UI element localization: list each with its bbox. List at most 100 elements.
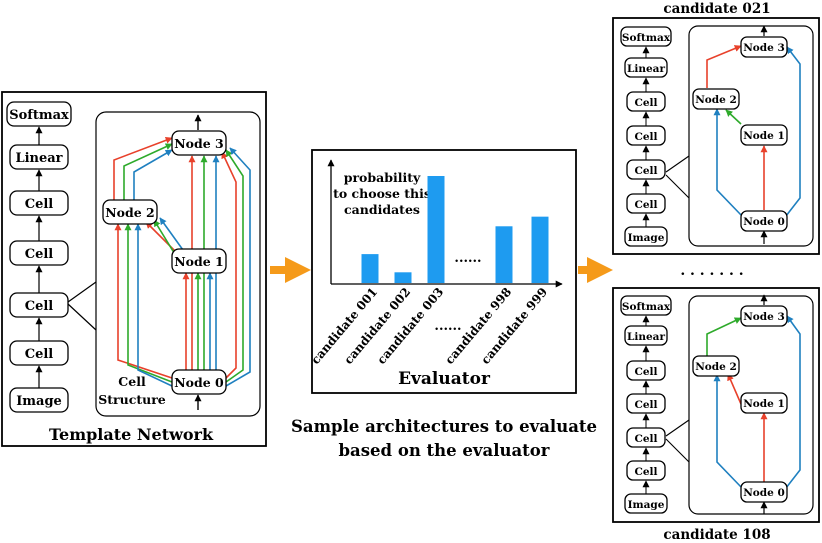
template-layer-linear: Linear (9, 144, 69, 170)
svg-text:Node 2: Node 2 (105, 205, 155, 220)
candidate-108-node-0: Node 0 (740, 481, 788, 503)
template-node-3: Node 3 (171, 130, 227, 156)
evaluator-frame (311, 149, 577, 394)
evaluator-annotation-line3: candidates (344, 202, 420, 217)
bar-candidate-999 (531, 216, 549, 283)
svg-text:Cell: Cell (634, 165, 657, 177)
candidate-021-layer-softmax: Softmax (620, 26, 672, 47)
evaluator-panel: probability to choose this candidates ca… (291, 149, 597, 460)
candidate-108-title: candidate 108 (663, 527, 770, 543)
template-cell-structure-frame (95, 111, 261, 417)
template-cell-callout (67, 281, 97, 331)
candidate-108-frame (612, 287, 820, 523)
candidate-021-edges (706, 45, 801, 217)
template-network-caption: Template Network (49, 425, 214, 444)
svg-text:Node 0: Node 0 (743, 216, 785, 228)
candidate-108-layer-cell-1: Cell (626, 460, 666, 481)
candidate-021-layer-cell-1: Cell (626, 193, 666, 214)
template-layer-image: Image (9, 387, 69, 413)
svg-text:Node 1: Node 1 (743, 130, 785, 142)
candidate-108-layer-linear: Linear (624, 325, 668, 346)
candidate-108-cell-frame (688, 295, 814, 515)
svg-text:Linear: Linear (627, 63, 665, 75)
svg-text:Node 0: Node 0 (174, 375, 224, 390)
candidate-108-callout (665, 419, 690, 463)
candidate-108-node-3: Node 3 (740, 305, 788, 327)
evaluator-bars (361, 176, 549, 283)
svg-text:Cell: Cell (25, 197, 54, 212)
candidate-021-node-1: Node 1 (740, 124, 788, 146)
evaluator-caption-line1: Sample architectures to evaluate (291, 417, 597, 436)
svg-text:Cell: Cell (634, 366, 657, 378)
template-cell-edges (113, 136, 251, 387)
candidate-021-node-3: Node 3 (740, 36, 788, 58)
template-layer-softmax: Softmax (6, 101, 72, 127)
svg-text:Image: Image (628, 232, 665, 244)
cell-structure-label-line1: Cell (118, 374, 146, 389)
svg-text:Image: Image (16, 394, 62, 409)
svg-text:Node 0: Node 0 (743, 487, 785, 499)
svg-text:Node 3: Node 3 (743, 42, 785, 54)
evaluator-bars-ellipsis: ...... (454, 251, 481, 266)
candidate-108-layer-image: Image (624, 493, 668, 514)
candidate-021-layer-linear: Linear (624, 57, 668, 78)
svg-text:Node 1: Node 1 (174, 254, 224, 269)
template-node-2: Node 2 (102, 199, 158, 225)
bar-candidate-001 (361, 254, 379, 283)
bar-candidate-002 (394, 272, 412, 283)
svg-text:Softmax: Softmax (622, 32, 671, 44)
candidate-108-layer-softmax: Softmax (620, 295, 672, 316)
template-network-panel: Image Cell Cell Cell Cell Linear Softmax (1, 91, 267, 447)
candidate-108-layer-cell-2: Cell (626, 427, 666, 448)
bar-label-candidate-999: candidate 999 (478, 285, 550, 367)
svg-text:Cell: Cell (25, 347, 54, 362)
template-layer-cell-4: Cell (9, 190, 69, 216)
candidate-021-title: candidate 021 (663, 1, 770, 17)
svg-text:Linear: Linear (627, 331, 665, 343)
svg-text:Cell: Cell (634, 466, 657, 478)
svg-text:Image: Image (628, 499, 665, 511)
candidate-021-frame (612, 17, 820, 255)
svg-text:Node 3: Node 3 (743, 311, 785, 323)
candidate-021-node-0: Node 0 (740, 210, 788, 232)
cell-structure-label-line2: Structure (98, 392, 166, 407)
svg-text:Cell: Cell (634, 399, 657, 411)
svg-text:Cell: Cell (634, 199, 657, 211)
candidate-108-edges (706, 315, 801, 489)
svg-text:Node 3: Node 3 (174, 136, 224, 151)
svg-text:Node 2: Node 2 (695, 94, 737, 106)
evaluator-caption-line2: based on the evaluator (339, 441, 550, 460)
template-layer-cell-1: Cell (9, 340, 69, 366)
svg-text:Cell: Cell (634, 97, 657, 109)
evaluator-annotation-line1: probability (344, 170, 421, 185)
svg-text:Softmax: Softmax (9, 108, 69, 123)
candidate-021-layer-cell-2: Cell (626, 159, 666, 180)
candidate-108-node-2: Node 2 (692, 355, 740, 377)
svg-text:Node 2: Node 2 (695, 361, 737, 373)
candidate-108-layer-cell-3: Cell (626, 393, 666, 414)
bar-candidate-003 (427, 176, 445, 283)
template-network-frame (1, 91, 267, 447)
candidate-108-node-1: Node 1 (740, 392, 788, 414)
template-layer-cell-2: Cell (9, 292, 69, 318)
evaluator-title: Evaluator (398, 369, 491, 389)
candidate-021-layer-image: Image (624, 226, 668, 247)
svg-text:Cell: Cell (634, 433, 657, 445)
template-layer-cell-3: Cell (9, 240, 69, 266)
candidate-021-callout (665, 155, 690, 199)
bar-candidate-998 (495, 226, 513, 283)
svg-text:Softmax: Softmax (622, 301, 671, 313)
svg-text:Cell: Cell (25, 247, 54, 262)
candidate-021-cell-frame (688, 25, 814, 247)
template-node-1: Node 1 (171, 248, 227, 274)
candidate-021-layer-cell-3: Cell (626, 125, 666, 146)
candidate-108-layer-cell-4: Cell (626, 360, 666, 381)
svg-text:Cell: Cell (25, 299, 54, 314)
candidate-021-layer-cell-4: Cell (626, 91, 666, 112)
svg-text:Cell: Cell (634, 131, 657, 143)
candidate-021-panel: candidate 021 Image Cell Cell Cell Cell … (612, 1, 820, 255)
svg-text:Node 1: Node 1 (743, 398, 785, 410)
candidate-021-node-2: Node 2 (692, 88, 740, 110)
